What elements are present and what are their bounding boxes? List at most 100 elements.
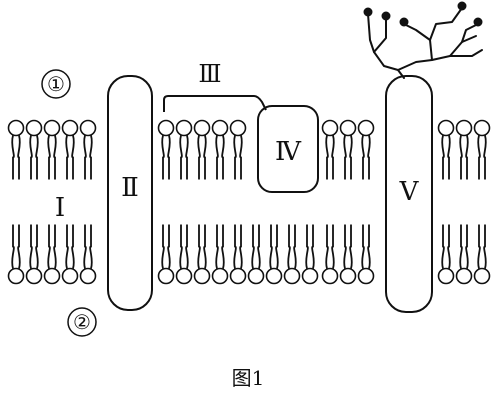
lipid-head: [473, 119, 491, 137]
lipid-tail: [47, 135, 51, 180]
lipid-head: [229, 267, 247, 285]
lipid-head: [283, 267, 301, 285]
lipid-tail: [233, 224, 237, 269]
lipid-tail: [361, 135, 365, 180]
lipid-tail: [331, 224, 335, 269]
lipid-head: [193, 267, 211, 285]
lipid-tail: [221, 224, 225, 269]
lipid-head: [43, 267, 61, 285]
lipid-head: [265, 267, 283, 285]
lipid-head: [193, 119, 211, 137]
lipid-head: [175, 267, 193, 285]
lipid-tail: [89, 224, 93, 269]
lipid-head: [357, 267, 375, 285]
lipid-tail: [197, 135, 201, 180]
phospholipid-bilayer: [7, 119, 491, 285]
lipid-tail: [325, 224, 329, 269]
lipid-head: [25, 119, 43, 137]
lipid-tail: [161, 135, 165, 180]
lipid-tail: [343, 135, 347, 180]
lipid-tail: [47, 224, 51, 269]
label-bracket-3: Ⅲ: [198, 60, 221, 88]
lipid-tail: [459, 135, 463, 180]
lipid-tail: [83, 224, 87, 269]
lipid-head: [301, 267, 319, 285]
lipid-tail: [29, 135, 33, 180]
lipid-head: [7, 267, 25, 285]
lipid-tail: [287, 224, 291, 269]
label-protein-5: Ⅴ: [399, 177, 420, 207]
lipid-head: [61, 267, 79, 285]
lipid-tail: [11, 135, 15, 180]
lipid-tail: [361, 224, 365, 269]
lipid-tail: [185, 224, 189, 269]
lipid-head: [79, 267, 97, 285]
lipid-tail: [215, 224, 219, 269]
lipid-tail: [203, 135, 207, 180]
lipid-tail: [239, 135, 243, 180]
lipid-tail: [65, 135, 69, 180]
lipid-tail: [483, 135, 487, 180]
lipid-tail: [65, 224, 69, 269]
lipid-head: [247, 267, 265, 285]
lipid-tail: [459, 224, 463, 269]
lipid-tail: [203, 224, 207, 269]
protein-2: [107, 75, 153, 311]
lipid-tail: [35, 135, 39, 180]
lipid-tail: [311, 224, 315, 269]
lipid-head: [455, 267, 473, 285]
lipid-head: [175, 119, 193, 137]
lipid-tail: [275, 224, 279, 269]
lipid-head: [79, 119, 97, 137]
lipid-head: [157, 119, 175, 137]
label-circle-top: [41, 69, 71, 99]
lipid-tail: [83, 135, 87, 180]
lipid-head: [437, 267, 455, 285]
lipid-tail: [17, 224, 21, 269]
lipid-head: [25, 267, 43, 285]
lipid-head: [61, 119, 79, 137]
lipid-head: [473, 267, 491, 285]
lipid-head: [229, 119, 247, 137]
lipid-tail: [325, 135, 329, 180]
lipid-tail: [89, 135, 93, 180]
lipid-head: [357, 119, 375, 137]
lipid-tail: [233, 135, 237, 180]
lipid-tail: [35, 224, 39, 269]
lipid-tail: [185, 135, 189, 180]
lipid-tail: [331, 135, 335, 180]
lipid-head: [211, 267, 229, 285]
bracket-3: [163, 95, 267, 112]
label-circle-bottom: [67, 307, 97, 337]
lipid-tail: [447, 135, 451, 180]
label-side-bottom: ②: [73, 310, 91, 334]
lipid-tail: [257, 224, 261, 269]
lipid-head: [157, 267, 175, 285]
glycan-chain: [363, 1, 483, 79]
lipid-tail: [167, 224, 171, 269]
lipid-head: [321, 119, 339, 137]
lipid-tail: [17, 135, 21, 180]
lipid-tail: [53, 224, 57, 269]
lipid-tail: [29, 224, 33, 269]
lipid-head: [455, 119, 473, 137]
lipid-tail: [215, 135, 219, 180]
lipid-head: [437, 119, 455, 137]
lipid-tail: [465, 224, 469, 269]
lipid-head: [339, 119, 357, 137]
lipid-tail: [251, 224, 255, 269]
lipid-tail: [483, 224, 487, 269]
figure-caption: 图1: [231, 366, 265, 390]
lipid-head: [43, 119, 61, 137]
lipid-tail: [465, 135, 469, 180]
lipid-head: [211, 119, 229, 137]
lipid-tail: [167, 135, 171, 180]
lipid-tail: [367, 135, 371, 180]
lipid-tail: [269, 224, 273, 269]
lipid-tail: [293, 224, 297, 269]
lipid-tail: [197, 224, 201, 269]
lipid-tail: [71, 224, 75, 269]
lipid-tail: [179, 135, 183, 180]
lipid-head: [339, 267, 357, 285]
